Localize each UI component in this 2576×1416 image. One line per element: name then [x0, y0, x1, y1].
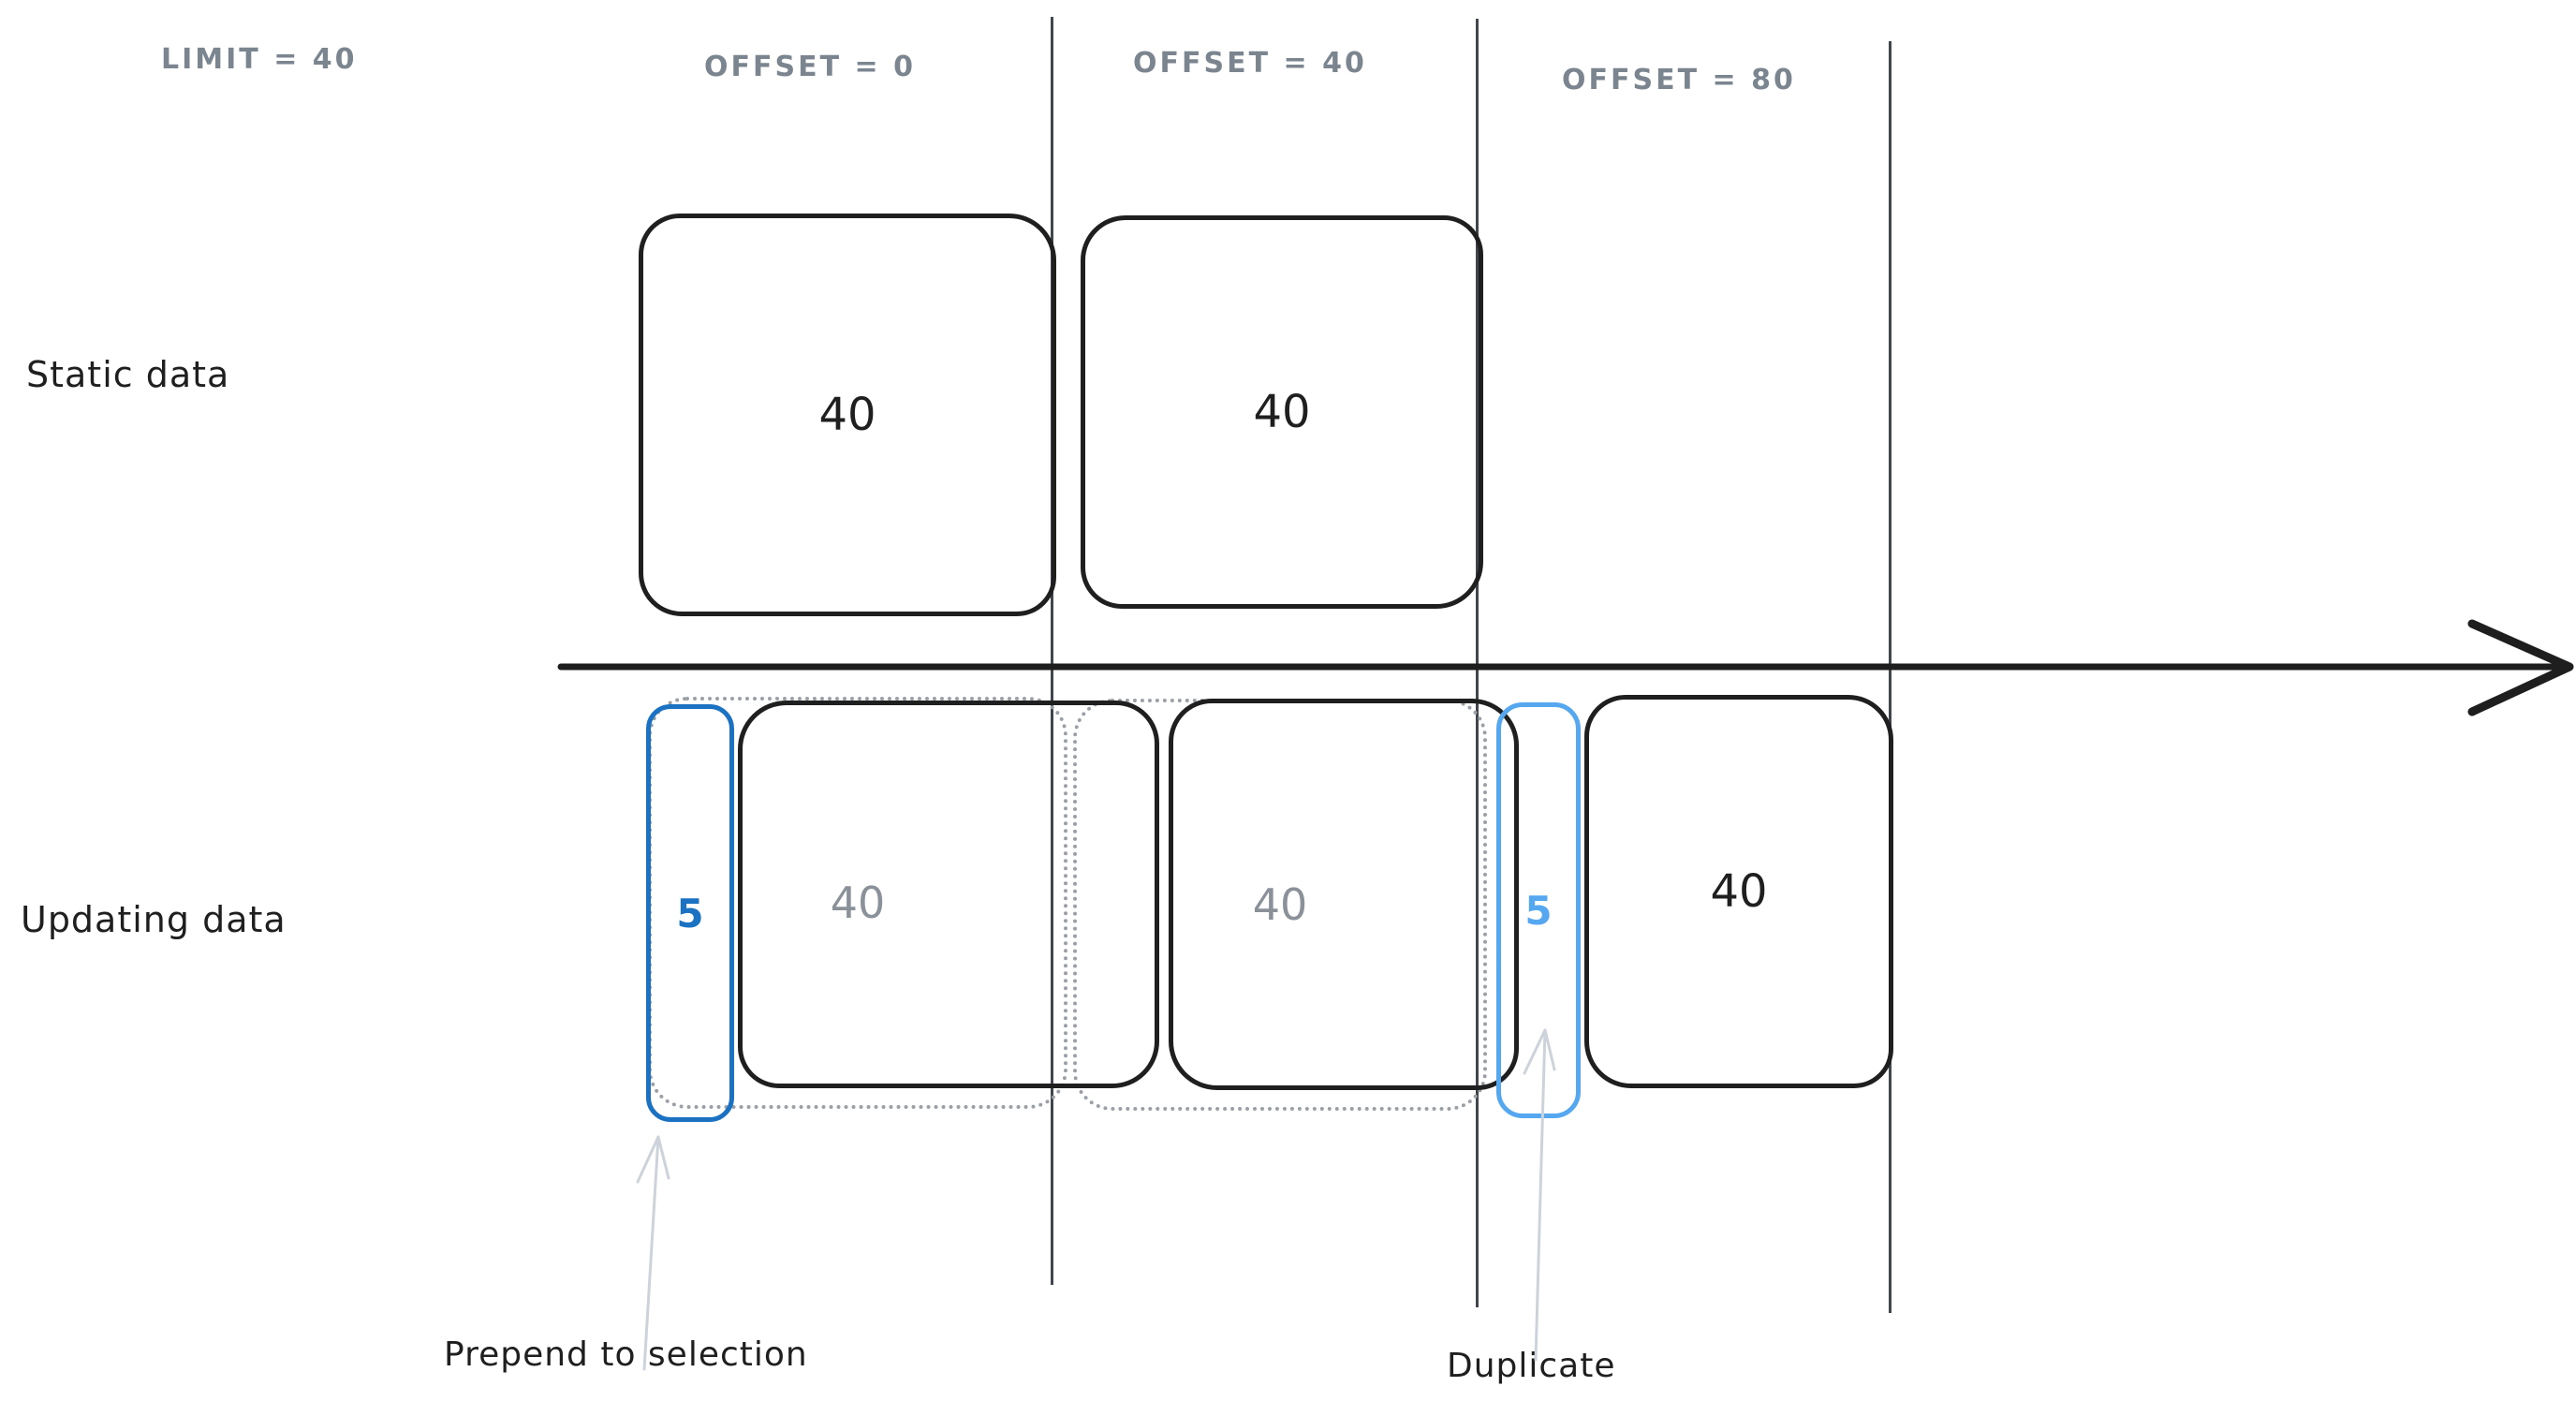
- updating-row-label: Updating data: [21, 899, 287, 940]
- column-divider-3: [1889, 41, 1892, 1313]
- last-page-value: 40: [1710, 865, 1768, 918]
- static-page1-box: 40: [639, 214, 1056, 616]
- column-divider-2: [1476, 19, 1479, 1307]
- duplicate-items-value: 5: [1524, 887, 1553, 934]
- column-divider-1: [1051, 17, 1053, 1285]
- prepended-items-value: 5: [676, 890, 704, 937]
- old-page1-value: 40: [830, 878, 886, 928]
- offset-0-label: OFFSET = 0: [704, 51, 916, 83]
- static-row-label: Static data: [26, 354, 230, 395]
- timeline-arrow: [557, 619, 2574, 716]
- duplicate-annotation-label: Duplicate: [1447, 1347, 1616, 1385]
- prepended-items-box: 5: [646, 704, 734, 1122]
- static-page2-value: 40: [1253, 386, 1311, 438]
- shifted-page2-box: [1169, 699, 1519, 1090]
- prepend-arrow-icon: [636, 1135, 670, 1371]
- offset-80-label: OFFSET = 80: [1562, 64, 1796, 96]
- old-page2-value: 40: [1252, 879, 1308, 930]
- duplicate-arrow-icon: [1523, 1028, 1556, 1362]
- shifted-page1-box: [738, 701, 1159, 1088]
- offset-40-label: OFFSET = 40: [1133, 47, 1367, 80]
- static-page1-value: 40: [818, 389, 876, 441]
- limit-label: LIMIT = 40: [161, 43, 358, 76]
- prepend-annotation-label: Prepend to selection: [444, 1335, 808, 1374]
- static-page2-box: 40: [1081, 215, 1483, 609]
- duplicate-items-box: 5: [1496, 702, 1581, 1118]
- last-page-box: 40: [1584, 695, 1893, 1088]
